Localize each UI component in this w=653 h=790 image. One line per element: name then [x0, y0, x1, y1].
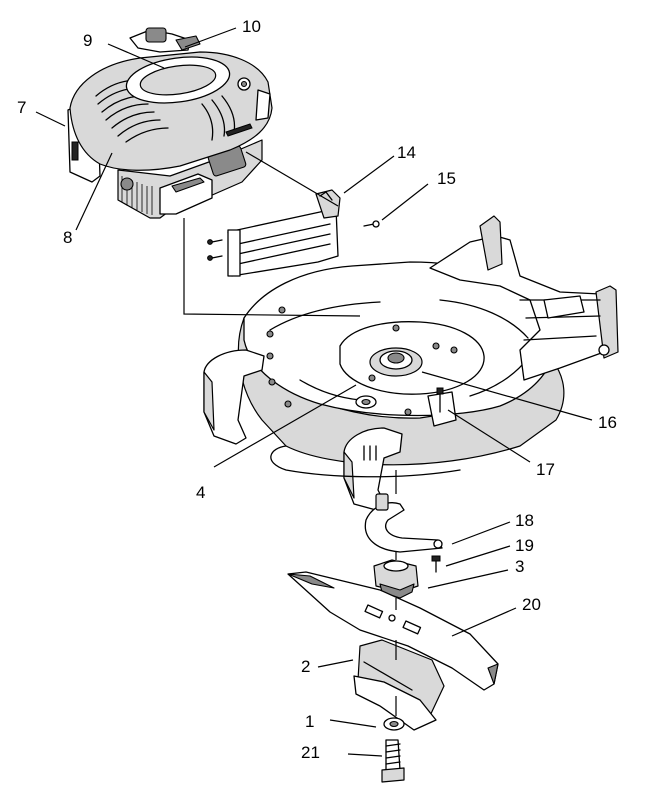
callout-1: 1	[305, 712, 314, 731]
callout-labels: 1 2 3 4 7 8 9 10 14 15 16 17 18 19 20 21	[17, 17, 617, 762]
callout-10: 10	[242, 17, 261, 36]
mower-deck	[203, 215, 619, 511]
callout-20: 20	[522, 595, 541, 614]
heat-shield	[207, 189, 380, 277]
callout-18: 18	[515, 511, 534, 530]
callout-8: 8	[63, 228, 72, 247]
callout-16: 16	[598, 413, 617, 432]
callout-17: 17	[536, 460, 555, 479]
callout-2: 2	[301, 657, 310, 676]
callout-9: 9	[83, 31, 92, 50]
callout-15: 15	[437, 169, 456, 188]
engine	[67, 27, 273, 219]
blade-assembly	[287, 493, 499, 783]
assembly-lines	[183, 151, 397, 716]
callout-leaders	[35, 27, 593, 757]
callout-3: 3	[515, 557, 524, 576]
callout-4: 4	[196, 483, 205, 502]
callout-19: 19	[515, 536, 534, 555]
callout-14: 14	[397, 143, 416, 162]
callout-21: 21	[301, 743, 320, 762]
callout-7: 7	[17, 98, 26, 117]
